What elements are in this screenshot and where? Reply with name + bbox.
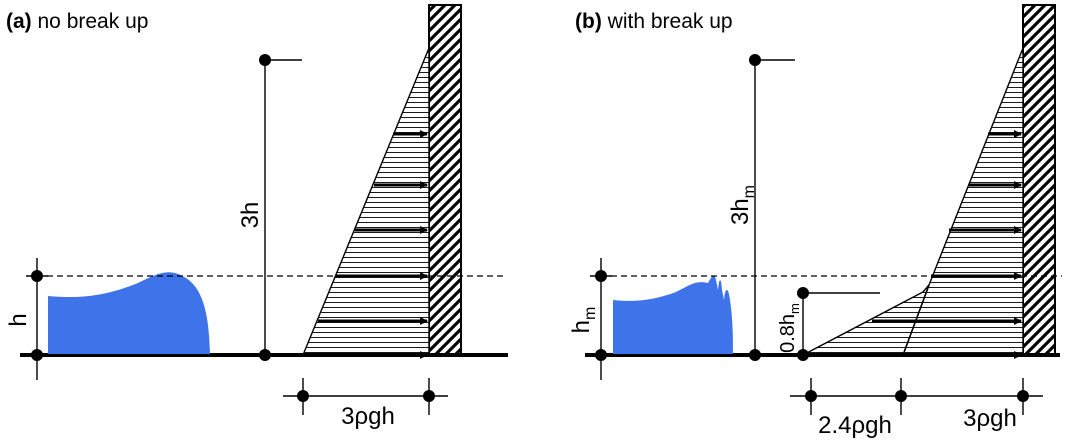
panel-a-3h-label: 3h xyxy=(237,202,264,229)
panel-a-tag: (a) xyxy=(6,10,32,33)
panel-a-h-bottom-point xyxy=(31,349,43,361)
panel-a-3h-top-point xyxy=(259,54,271,66)
panel-b-pressure-point-left xyxy=(805,390,817,402)
panel-b-3hm-label: 3hm xyxy=(727,185,758,225)
panel-b-pressure-label-left: 2.4ρgh xyxy=(818,412,892,439)
panel-b-hm-label-main: h xyxy=(568,320,595,333)
panel-a-h-top-point xyxy=(31,270,43,282)
panel-b-title: (b) with break up xyxy=(575,10,733,33)
panel-b-08hm-label: 0.8hm xyxy=(777,303,802,353)
panel-b-tag: (b) xyxy=(575,10,602,33)
panel-b: (b) with break up hm xyxy=(568,4,1062,439)
panel-a-3h-bottom-point xyxy=(259,349,271,361)
panel-b-hm-label-sub: m xyxy=(582,307,599,320)
panel-a-pressure-point-left xyxy=(297,390,309,402)
panel-b-08hm-label-main: 0.8h xyxy=(777,314,799,353)
panel-b-hm-bottom-point xyxy=(595,349,607,361)
panel-a-pressure-point-right xyxy=(423,390,435,402)
panel-b-08hm-label-sub: m xyxy=(787,303,802,314)
panel-a-title: (a) no break up xyxy=(6,10,148,33)
panel-a-pressure-label: 3ρgh xyxy=(341,403,395,430)
panel-a-wall xyxy=(428,4,462,357)
panel-a-water-surge xyxy=(48,272,210,354)
panel-a-title-text: no break up xyxy=(32,10,149,33)
panel-b-3hm-top-point xyxy=(749,54,761,66)
panel-b-3hm-label-sub: m xyxy=(741,185,758,198)
panel-b-pressure-label-right: 3ρgh xyxy=(963,405,1017,432)
panel-b-hm-label: hm xyxy=(568,307,599,334)
panel-b-3hm-bottom-point xyxy=(749,349,761,361)
panel-b-water-surge xyxy=(613,275,733,354)
panel-b-title-text: with break up xyxy=(602,10,733,33)
panel-a-pressure-triangle xyxy=(301,47,430,356)
panel-b-pressure-point-right xyxy=(1017,390,1029,402)
panel-a-h-label: h xyxy=(5,313,32,326)
panel-b-hm-top-point xyxy=(595,270,607,282)
panel-a: (a) no break up h 3h xyxy=(5,4,508,430)
panel-b-wall xyxy=(1022,4,1056,357)
panel-b-pressure-triangle xyxy=(901,47,1024,356)
panel-b-08hm-top-point xyxy=(797,287,809,299)
panel-b-3hm-label-main: 3h xyxy=(727,198,754,225)
panel-b-pressure-point-middle xyxy=(895,390,907,402)
panel-b-08hm-bottom-point xyxy=(797,349,809,361)
